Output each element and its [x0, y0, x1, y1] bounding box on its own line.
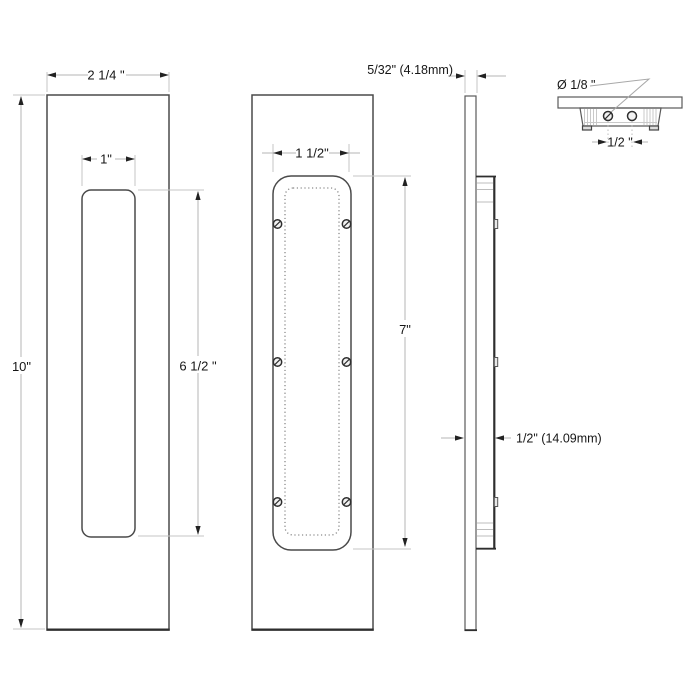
label-mask: [177, 356, 219, 373]
screw-middle-right: [341, 357, 352, 367]
screw-top-left: [272, 219, 283, 229]
arrowhead-right: [126, 156, 135, 162]
screw-slot: [343, 220, 350, 228]
screw-boss-top: [493, 219, 499, 229]
dim-label-front-height: 10": [12, 359, 31, 374]
dim-label-hole-spacing: 1/2 ": [607, 136, 632, 150]
cup-foot-right: [648, 125, 660, 131]
dim-front-cutout-width: 1": [81, 152, 136, 186]
arrowhead-left: [495, 435, 504, 441]
arrowhead-down: [18, 619, 24, 628]
dim-thickness: 5/32" (4.18mm): [367, 63, 506, 93]
hole-diameter-leader-line: [589, 78, 651, 114]
arrowhead-left: [273, 150, 282, 156]
dim-label-front-width: 2 1/4 ": [87, 68, 125, 83]
arrowhead-left: [633, 139, 642, 145]
dim-front-cutout-height: 6 1/2 ": [138, 189, 219, 537]
side-plate-outline: [464, 95, 477, 631]
screw-bottom-left: [272, 497, 283, 507]
dim-recess-height: 7": [353, 175, 415, 550]
dim-label-recess-width: 1 1/2": [295, 146, 329, 161]
dim-depth: 1/2" (14.09mm): [441, 432, 602, 446]
arrowhead-up: [18, 96, 24, 105]
screw-head: [626, 110, 638, 122]
dim-label-depth: 1/2" (14.09mm): [516, 432, 602, 446]
face-view: 1 1/2" 7": [251, 94, 415, 631]
arrowhead-right: [598, 139, 607, 145]
screw-slot: [604, 112, 612, 120]
top-view: Ø 1/8 " 1/2 ": [557, 78, 683, 150]
dim-label-thickness: 5/32" (4.18mm): [367, 63, 453, 77]
arrowhead-up: [402, 177, 408, 186]
side-view: 5/32" (4.18mm) 1/2" (14.09mm): [367, 63, 602, 632]
arrowhead-right: [340, 150, 349, 156]
screw-boss-middle: [493, 357, 499, 367]
screw-top-view-right: [626, 110, 638, 122]
dim-front-overall-height: 10": [10, 94, 45, 630]
top-plate-outline: [557, 96, 683, 109]
front-plate-outline: [46, 94, 170, 631]
dim-label-cutout-height: 6 1/2 ": [179, 359, 217, 374]
arrowhead-down: [402, 538, 408, 547]
screw-slot: [274, 358, 281, 366]
dim-label-recess-height: 7": [399, 322, 411, 337]
arrowhead-right: [456, 73, 465, 79]
dim-label-cutout-width: 1": [100, 152, 112, 167]
screw-bottom-right: [341, 497, 352, 507]
top-cup-outline: [579, 107, 662, 127]
arrowhead-right: [455, 435, 464, 441]
dim-hole-spacing: 1/2 ": [592, 121, 648, 150]
arrowhead-left: [47, 72, 56, 78]
arrowhead-down: [195, 526, 201, 535]
screw-top-right: [341, 219, 352, 229]
recess-hidden-line: [284, 187, 340, 536]
screw-slot: [274, 220, 281, 228]
arrowhead-left: [477, 73, 486, 79]
screw-slot: [343, 358, 350, 366]
dim-front-overall-width: 2 1/4 ": [46, 68, 170, 92]
arrowhead-right: [160, 72, 169, 78]
front-cutout-outline: [81, 189, 136, 538]
arrowhead-up: [195, 191, 201, 200]
screw-middle-left: [272, 357, 283, 367]
cup-foot-left: [581, 125, 593, 131]
arrowhead-left: [82, 156, 91, 162]
label-mask: [395, 320, 415, 337]
screw-boss-bottom: [493, 497, 499, 507]
dim-label-hole-diameter: Ø 1/8 ": [557, 78, 595, 92]
screw-slot: [274, 498, 281, 506]
front-view: 2 1/4 " 10" 1": [10, 68, 219, 631]
screw-slot: [343, 498, 350, 506]
label-mask: [10, 357, 33, 374]
dim-recess-width: 1 1/2": [262, 144, 360, 172]
screw-top-view-left: [602, 110, 614, 122]
